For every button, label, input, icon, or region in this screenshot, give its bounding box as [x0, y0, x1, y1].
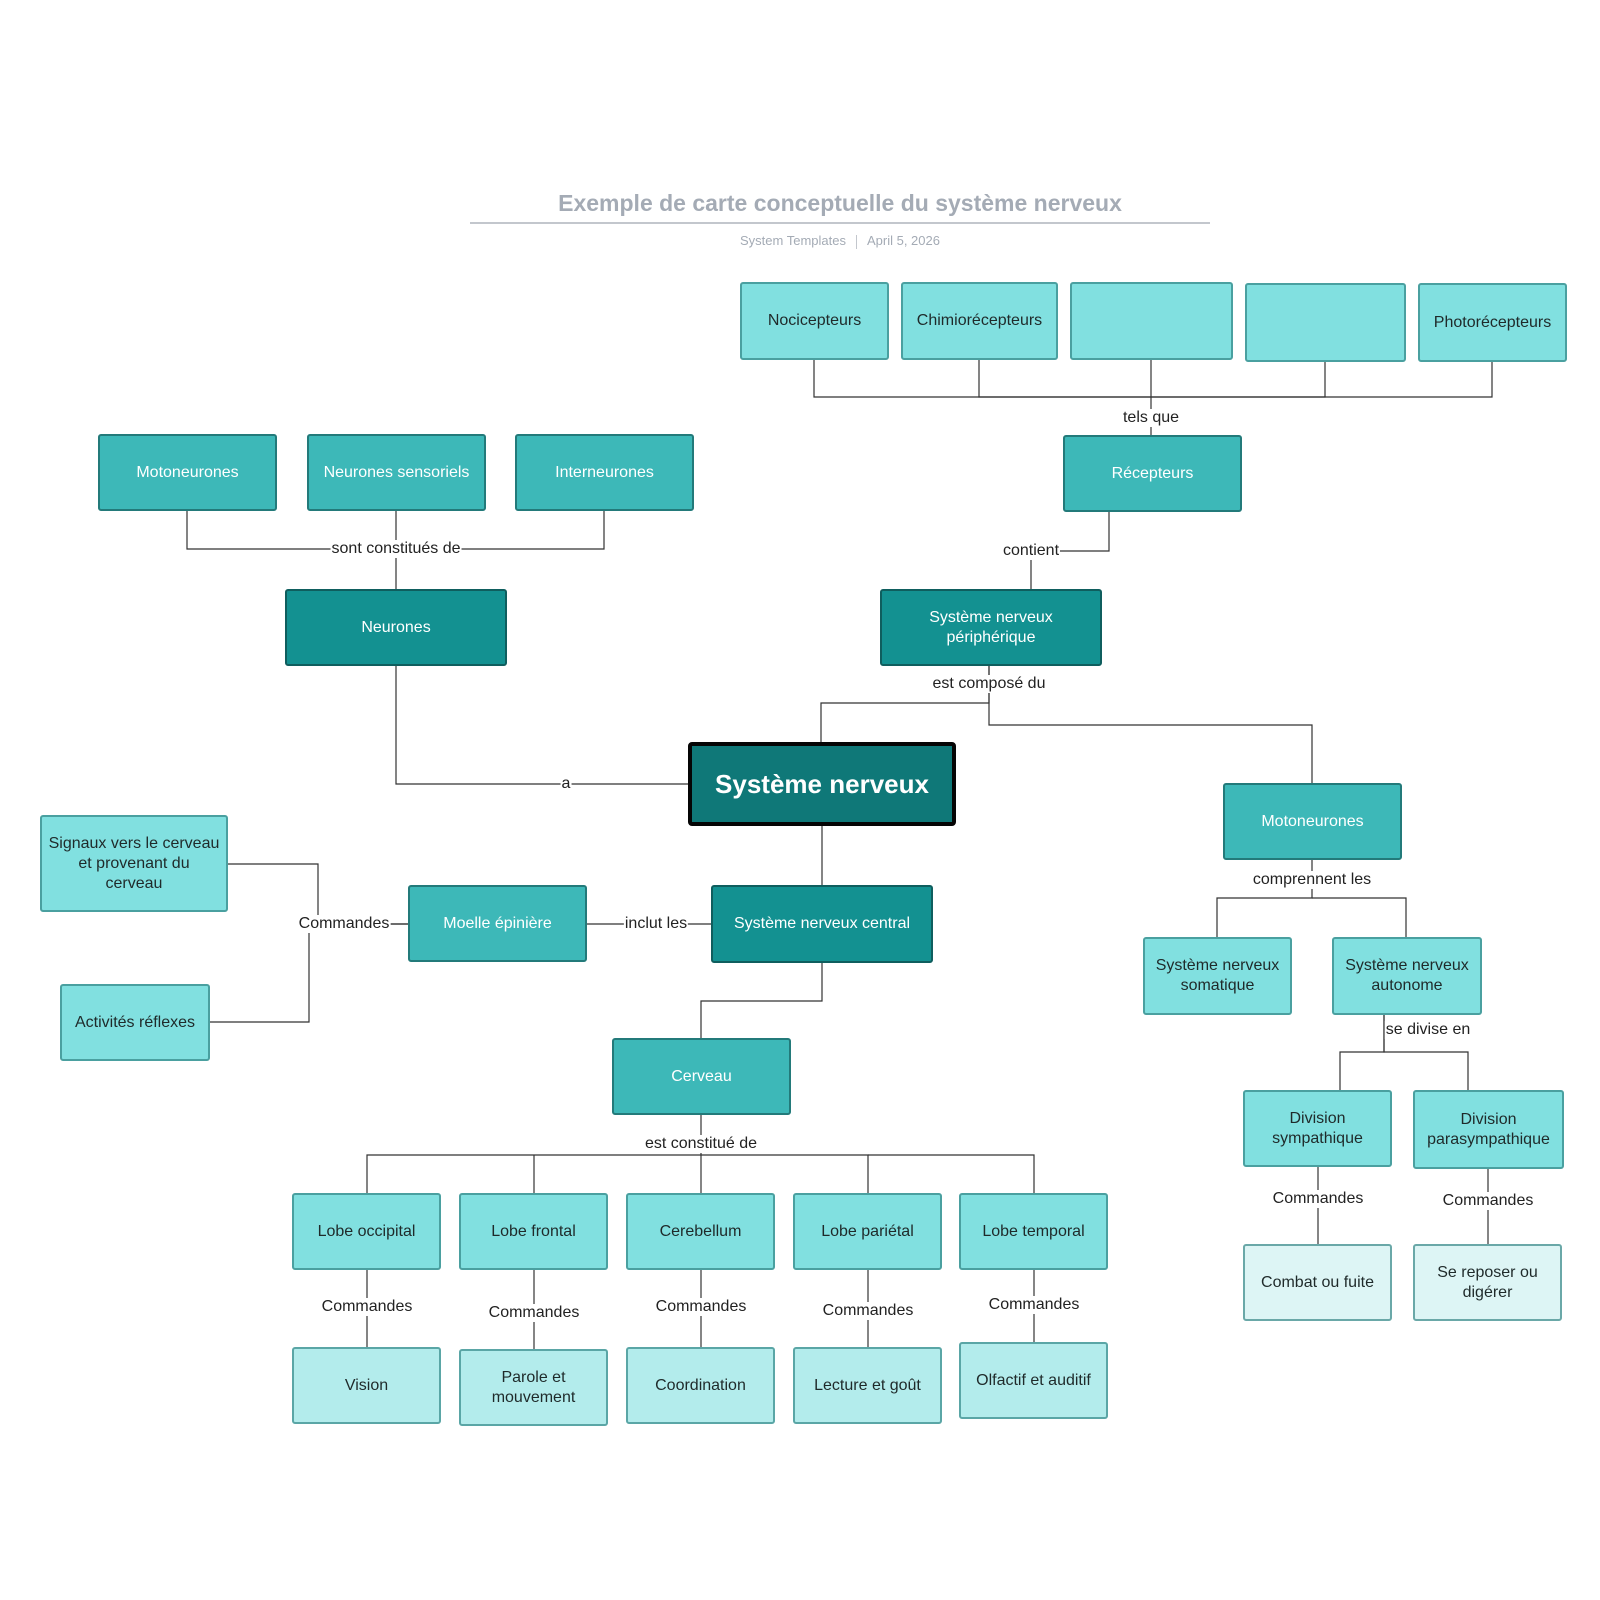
edge-reflexes	[210, 923, 408, 1023]
node-cerebellum[interactable]: Cerebellum	[626, 1193, 775, 1270]
node-nocicepteurs[interactable]: Nocicepteurs	[740, 282, 889, 360]
edge-noci	[813, 360, 1151, 398]
node-olfactif-et-auditif[interactable]: Olfactif et auditif	[959, 1342, 1108, 1419]
edge-label-tels-que: tels que	[1121, 409, 1181, 427]
edge-inter	[396, 511, 605, 550]
meta-separator	[855, 234, 857, 249]
edge-label-sont-constitues: sont constitués de	[330, 540, 462, 558]
title-underline	[470, 222, 1210, 224]
edge-label-se-divise: se divise en	[1384, 1021, 1472, 1039]
page-title: Exemple de carte conceptuelle du système…	[558, 190, 1122, 216]
node-division-parasympathique[interactable]: Division parasympathique	[1413, 1090, 1564, 1169]
edge-label-commandes-cerebellum: Commandes	[654, 1298, 748, 1316]
edge-label-comprennent: comprennent les	[1251, 871, 1373, 889]
node-lobe-frontal[interactable]: Lobe frontal	[459, 1193, 608, 1270]
node-cerveau[interactable]: Cerveau	[612, 1038, 791, 1115]
edge-label-est-constitue: est constitué de	[643, 1135, 759, 1153]
node-systeme-nerveux-somatique[interactable]: Système nerveux somatique	[1143, 937, 1292, 1015]
node-systeme-nerveux-peripherique[interactable]: Système nerveux périphérique	[880, 589, 1102, 666]
node-interneurones[interactable]: Interneurones	[515, 434, 694, 511]
author-label: System Templates	[740, 233, 846, 248]
node-empty-receptor-2[interactable]	[1245, 283, 1406, 362]
edge-temporal	[868, 1154, 1035, 1193]
node-division-sympathique[interactable]: Division sympathique	[1243, 1090, 1392, 1167]
date-label: April 5, 2026	[866, 233, 940, 248]
node-activites-reflexes[interactable]: Activités réflexes	[60, 984, 210, 1061]
node-neurones-sensoriels[interactable]: Neurones sensoriels	[307, 434, 486, 511]
node-signaux-cerveau[interactable]: Signaux vers le cerveau et provenant du …	[40, 815, 228, 912]
edge-blank2	[1151, 362, 1326, 398]
edge-snp-moto	[988, 666, 1313, 783]
edge-label-commandes-occipital: Commandes	[320, 1298, 414, 1316]
node-lecture-et-gout[interactable]: Lecture et goût	[793, 1347, 942, 1424]
edge-snc-cerveau	[700, 963, 823, 1038]
edge-label-inclut: inclut les	[623, 915, 689, 933]
edge-moto-autonome	[1312, 897, 1407, 937]
node-lobe-parietal[interactable]: Lobe pariétal	[793, 1193, 942, 1270]
node-systeme-nerveux-autonome[interactable]: Système nerveux autonome	[1332, 937, 1482, 1015]
edge-autonome-para	[1383, 1013, 1469, 1090]
node-motoneurones-top[interactable]: Motoneurones	[98, 434, 277, 511]
edge-moto-top	[186, 511, 396, 550]
edge-label-est-compose: est composé du	[931, 675, 1047, 693]
edge-label-commandes-sympathique: Commandes	[1271, 1190, 1365, 1208]
node-systeme-nerveux-root[interactable]: Système nerveux	[688, 742, 956, 826]
node-empty-receptor-1[interactable]	[1070, 282, 1233, 360]
node-lobe-occipital[interactable]: Lobe occipital	[292, 1193, 441, 1270]
node-coordination[interactable]: Coordination	[626, 1347, 775, 1424]
edge-label-commandes-parietal: Commandes	[821, 1302, 915, 1320]
edge-label-contient: contient	[1001, 542, 1061, 560]
edge-label-commandes-moelle: Commandes	[297, 915, 391, 933]
node-parole-et-mouvement[interactable]: Parole et mouvement	[459, 1349, 608, 1426]
edge-occipital	[366, 1154, 869, 1193]
edge-label-commandes-frontal: Commandes	[487, 1304, 581, 1322]
node-neurones[interactable]: Neurones	[285, 589, 507, 666]
node-recepteurs[interactable]: Récepteurs	[1063, 435, 1242, 512]
edge-neurones-root	[395, 666, 688, 785]
document-meta: System Templates April 5, 2026	[470, 233, 1210, 249]
node-systeme-nerveux-central[interactable]: Système nerveux central	[711, 885, 933, 963]
edge-autonome-split	[1339, 1013, 1385, 1090]
edge-recepteurs	[1030, 512, 1110, 589]
edge-chimio	[978, 360, 1151, 398]
edge-photo	[1151, 362, 1493, 398]
node-combat-ou-fuite[interactable]: Combat ou fuite	[1243, 1244, 1392, 1321]
node-lobe-temporal[interactable]: Lobe temporal	[959, 1193, 1108, 1270]
edge-label-commandes-temporal: Commandes	[987, 1296, 1081, 1314]
node-vision[interactable]: Vision	[292, 1347, 441, 1424]
node-se-reposer-ou-digerer[interactable]: Se reposer ou digérer	[1413, 1244, 1562, 1321]
node-photorecepteurs[interactable]: Photorécepteurs	[1418, 283, 1567, 362]
edge-label-commandes-parasympathique: Commandes	[1441, 1192, 1535, 1210]
edge-label-a: a	[560, 775, 572, 793]
node-chimiorecepteurs[interactable]: Chimiorécepteurs	[901, 282, 1058, 360]
node-moelle-epiniere[interactable]: Moelle épinière	[408, 885, 587, 962]
node-motoneurones-right[interactable]: Motoneurones	[1223, 783, 1402, 860]
